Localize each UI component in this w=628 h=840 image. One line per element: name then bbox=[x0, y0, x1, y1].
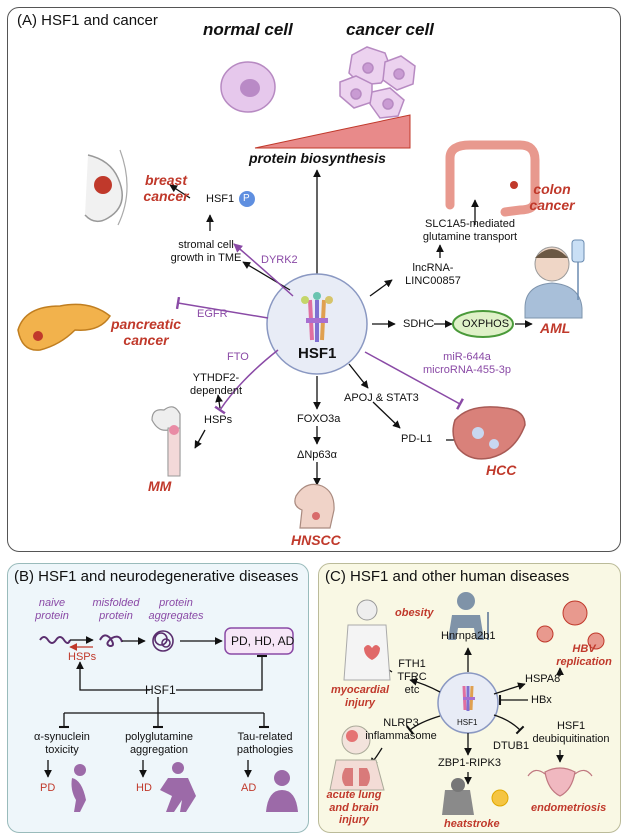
bone-icon bbox=[151, 406, 181, 477]
foxo3a-label: FOXO3a bbox=[297, 413, 341, 425]
mm-label: MM bbox=[148, 478, 172, 494]
dnp63a-label: ΔNp63α bbox=[297, 449, 338, 461]
panel-b-title: (B) HSF1 and neurodegenerative diseases bbox=[14, 568, 299, 585]
hsps-b-label: HSPs bbox=[68, 651, 97, 663]
aml-patient-icon bbox=[524, 239, 585, 319]
zbp1-ripk3-label: ZBP1-RIPK3 bbox=[438, 757, 501, 769]
hspa8-label: HSPA8 bbox=[525, 673, 561, 685]
cancer-cell-label: cancer cell bbox=[346, 20, 434, 39]
hsf1-phospho-label: HSF1 bbox=[206, 193, 235, 205]
liver-icon bbox=[452, 406, 526, 460]
ad-label: AD bbox=[241, 782, 257, 794]
hd-figure-icon bbox=[160, 762, 196, 812]
aggregate-icon bbox=[152, 630, 174, 652]
breast-icon bbox=[84, 149, 128, 226]
phospho-badge-label: P bbox=[243, 193, 250, 204]
hsf1-trimer-icon bbox=[301, 292, 333, 342]
apoj-stat3-label: APOJ & STAT3 bbox=[344, 392, 419, 404]
aml-label: AML bbox=[540, 320, 571, 336]
fto-label: FTO bbox=[227, 351, 249, 363]
elderly-person-icon bbox=[448, 592, 489, 640]
ythdf2-label: YTHDF2-dependent bbox=[190, 372, 242, 397]
hsf1-center-label: HSF1 bbox=[298, 345, 337, 362]
protein-biosynthesis-label: protein biosynthesis bbox=[249, 150, 386, 166]
hnscc-label: HNSCC bbox=[291, 532, 341, 548]
oxphos-label: OXPHOS bbox=[462, 318, 510, 330]
phospho-badge bbox=[239, 191, 255, 207]
hsf1-c-label: HSF1 bbox=[457, 718, 478, 727]
hcc-label: HCC bbox=[486, 462, 517, 478]
heatstroke-icon bbox=[442, 778, 509, 815]
colon-icon bbox=[445, 140, 540, 217]
pancreas-icon bbox=[17, 303, 111, 351]
hsf1-trimer-icon-c bbox=[462, 685, 475, 711]
pd-hd-ad-box bbox=[224, 627, 294, 655]
cancer-cell-icon bbox=[339, 46, 416, 119]
panel-c-title: (C) HSF1 and other human diseases bbox=[325, 568, 570, 585]
egfr-label: EGFR bbox=[197, 308, 228, 320]
uterus-icon bbox=[527, 767, 593, 797]
panel-a-title: (A) HSF1 and cancer bbox=[17, 12, 158, 29]
heart-patient-icon bbox=[343, 599, 391, 681]
pdl1-label: PD-L1 bbox=[401, 433, 433, 445]
hbx-label: HBx bbox=[531, 694, 552, 706]
sdhc-label: SDHC bbox=[403, 318, 435, 330]
mitochondrion-icon bbox=[452, 310, 514, 338]
hnrnpa2b1-label: Hnrnpa2b1 bbox=[441, 630, 496, 642]
normal-cell-label: normal cell bbox=[203, 20, 293, 39]
virus-icon bbox=[536, 600, 605, 650]
lncrna-label: lncRNA-LINC00857 bbox=[405, 262, 461, 287]
heatstroke-label: heatstroke bbox=[444, 818, 500, 830]
pd-figure-icon bbox=[71, 764, 86, 812]
hsf1-b-label: HSF1 bbox=[145, 683, 176, 697]
pd-label: PD bbox=[40, 782, 56, 794]
obesity-label: obesity bbox=[395, 607, 434, 619]
increase-wedge bbox=[254, 114, 411, 149]
ad-figure-icon bbox=[266, 770, 298, 812]
hsps-label: HSPs bbox=[204, 414, 233, 426]
head-neck-icon bbox=[294, 483, 335, 529]
lungs-brain-icon bbox=[329, 725, 385, 791]
endometriosis-label: endometriosis bbox=[531, 802, 607, 814]
normal-cell-icon bbox=[220, 61, 276, 113]
dyrk2-label: DYRK2 bbox=[261, 254, 298, 266]
hd-label: HD bbox=[136, 782, 152, 794]
pd-hd-ad-label: PD, HD, AD bbox=[231, 634, 295, 648]
dtub1-label: DTUB1 bbox=[493, 740, 530, 752]
